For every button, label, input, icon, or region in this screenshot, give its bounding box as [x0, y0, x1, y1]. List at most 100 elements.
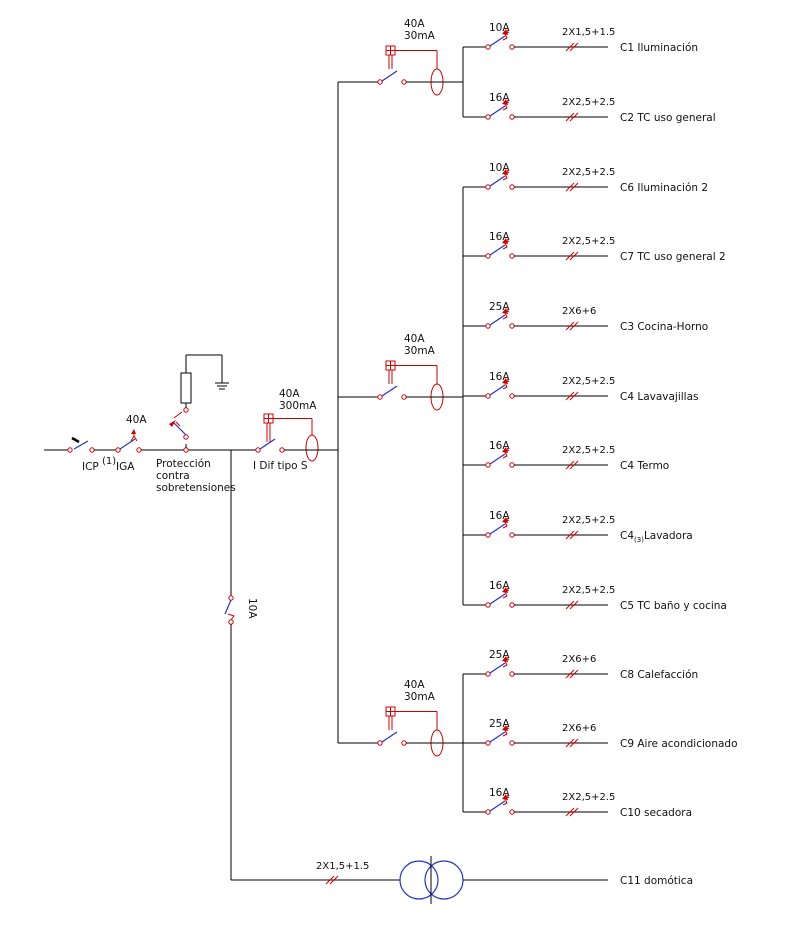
terminal [485, 393, 491, 399]
breaker-rating: 16A [489, 580, 510, 592]
circuit-name: C4 Termo [620, 460, 669, 472]
terminal [509, 532, 515, 538]
dom-circuit-name: C11 domótica [620, 875, 693, 887]
group-sensitivity: 30mA [404, 345, 436, 357]
breaker-rating: 16A [489, 787, 510, 799]
trip-arrow [502, 447, 508, 453]
circuit-name: C6 Iluminación 2 [620, 182, 708, 194]
cable-mark [565, 42, 575, 52]
cable-mark [565, 321, 575, 331]
terminal [377, 740, 383, 746]
surge-label-3: sobretensiones [156, 482, 236, 494]
terminal [401, 394, 407, 400]
cable-mark [565, 530, 575, 540]
breaker-blade [489, 800, 506, 812]
terminal [485, 671, 491, 677]
breaker-rating: 10A [489, 22, 510, 34]
cable-mark [565, 600, 575, 610]
group-sensitivity: 30mA [404, 691, 436, 703]
cable-mark [569, 42, 579, 52]
cable-mark [565, 669, 575, 679]
breaker-blade [489, 731, 506, 743]
trip-arrow [502, 378, 508, 384]
terminal [509, 462, 515, 468]
cable-mark [569, 460, 579, 470]
terminal [485, 44, 491, 50]
cable-section: 2X2,5+2.5 [562, 236, 615, 247]
cable-section: 2X2,5+2.5 [562, 445, 615, 456]
terminal [509, 114, 515, 120]
terminal [485, 184, 491, 190]
terminal [377, 394, 383, 400]
circuit-name: C8 Calefacción [620, 669, 698, 681]
terminal [485, 323, 491, 329]
trip-arrow [502, 725, 508, 731]
iga-label: IGA [116, 461, 135, 473]
trip-arrow [502, 169, 508, 175]
trip-arrow [502, 517, 508, 523]
terminal [401, 740, 407, 746]
cable-mark [569, 182, 579, 192]
cable-mark [569, 321, 579, 331]
dif-rating: 40A [279, 388, 300, 400]
cable-mark [569, 738, 579, 748]
terminal [485, 740, 491, 746]
cable-section: 2X2,5+2.5 [562, 515, 615, 526]
terminal [485, 532, 491, 538]
cable-mark [569, 807, 579, 817]
cable-mark [569, 669, 579, 679]
circuit-name: C3 Cocina-Horno [620, 321, 708, 333]
terminal [485, 114, 491, 120]
switch-blade [381, 731, 398, 743]
terminal [509, 740, 515, 746]
breaker-blade [489, 244, 506, 256]
main-feeder: ICP (1) 40A IGA Protección contra sobret… [44, 354, 338, 494]
trip-arrow [502, 99, 508, 105]
circuit-note: (3) [634, 536, 644, 544]
circuit-name: C9 Aire acondicionado [620, 738, 738, 750]
breaker-blade [489, 314, 506, 326]
cable-section: 2X6+6 [562, 654, 596, 665]
terminal [485, 602, 491, 608]
trip-arrow [502, 794, 508, 800]
cable-mark [565, 460, 575, 470]
terminal [401, 79, 407, 85]
cable-mark [565, 112, 575, 122]
terminal [509, 253, 515, 259]
breaker-rating: 25A [489, 301, 510, 313]
breaker-blade [489, 175, 506, 187]
cable-section: 2X2,5+2.5 [562, 792, 615, 803]
switch-blade [381, 385, 398, 397]
trip-arrow [502, 308, 508, 314]
terminal [509, 671, 515, 677]
group-sensitivity: 30mA [404, 30, 436, 42]
dif-sensitivity: 300mA [279, 400, 317, 412]
dif-label: I Dif tipo S [253, 460, 308, 472]
iga-rating: 40A [126, 414, 147, 426]
cable-mark [569, 530, 579, 540]
group-rating: 40A [404, 333, 425, 345]
terminal [377, 79, 383, 85]
dom-breaker-rating: 10A [246, 598, 258, 619]
terminal [509, 323, 515, 329]
icp-label: ICP [82, 461, 99, 473]
cable-mark [565, 182, 575, 192]
cable-mark [565, 738, 575, 748]
switch-blade [381, 70, 398, 82]
terminal [509, 44, 515, 50]
domotics-branch: 10A 2X1,5+1.5 C11 domótica [224, 450, 693, 904]
cable-mark [569, 391, 579, 401]
circuit-name: C7 TC uso general 2 [620, 251, 726, 263]
circuit-name-rest: Lavadora [644, 530, 693, 542]
